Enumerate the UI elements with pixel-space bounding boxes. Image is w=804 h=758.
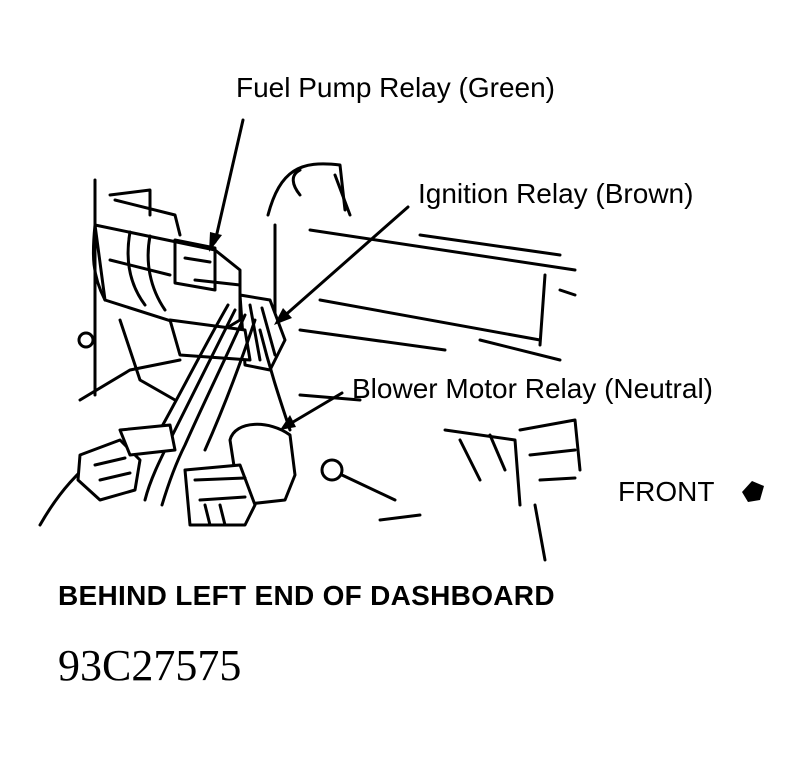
mounting-bracket [38,178,182,527]
callout-arrows [213,118,410,427]
harness-connectors [76,423,177,502]
figure-caption: BEHIND LEFT END OF DASHBOARD [58,580,555,611]
arrowheads [209,232,296,430]
steering-column-area [320,418,582,562]
figure-id: 93C27575 [58,641,242,690]
fuel-pump-relay [91,198,242,337]
blower-motor-relay-label: Blower Motor Relay (Neutral) [352,373,713,404]
dashboard-panel [266,162,577,402]
ignition-relay-label: Ignition Relay (Brown) [418,178,694,209]
front-label: FRONT [618,476,715,507]
wiring-harness [143,303,292,507]
fuel-pump-relay-label: Fuel Pump Relay (Green) [236,72,556,103]
blower-motor-relay [183,422,297,527]
